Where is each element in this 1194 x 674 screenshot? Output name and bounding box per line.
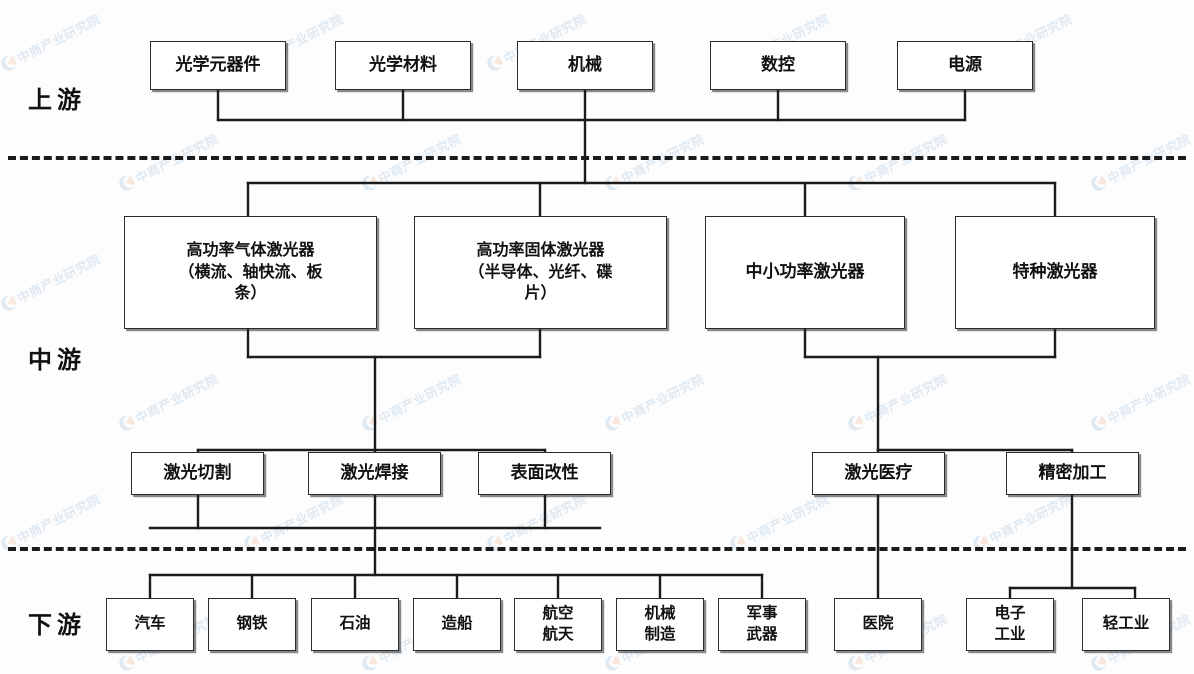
watermark: 中商产业研究院 [114, 369, 222, 436]
circular-c-logo [725, 532, 748, 555]
node-line-2: 航天 [542, 625, 574, 643]
watermark: 中商产业研究院 [0, 9, 103, 76]
node-military-weapons[interactable]: 军事 武器 [718, 598, 806, 651]
watermark-text: 中商产业研究院 [744, 492, 832, 546]
circular-c-logo [357, 412, 380, 435]
circular-c-logo [600, 412, 623, 435]
node-high-power-gas-laser[interactable]: 高功率气体激光器 （横流、轴快流、板 条） [124, 216, 377, 329]
node-laser-medical[interactable]: 激光医疗 [812, 452, 945, 495]
watermark: 中商产业研究院 [357, 129, 465, 196]
watermark-text: 中商产业研究院 [376, 372, 464, 426]
node-hospital[interactable]: 医院 [834, 598, 922, 651]
watermark-text: 中商产业研究院 [133, 372, 221, 426]
circular-c-logo [114, 172, 137, 195]
stage-label-upstream: 上游 [28, 88, 86, 114]
watermark-text: 中商产业研究院 [619, 372, 707, 426]
node-light-industry[interactable]: 轻工业 [1082, 598, 1170, 651]
node-line-1: 高功率固体激光器 [476, 241, 605, 259]
circular-c-logo [843, 172, 866, 195]
watermark: 中商产业研究院 [482, 489, 590, 556]
watermark: 中商产业研究院 [843, 129, 951, 196]
node-optical-materials[interactable]: 光学材料 [335, 41, 471, 90]
node-line-3: 片） [524, 285, 557, 303]
watermark: 中商产业研究院 [0, 489, 103, 556]
node-electronics-industry[interactable]: 电子 工业 [966, 598, 1054, 651]
circular-c-logo [239, 532, 262, 555]
watermark: 中商产业研究院 [843, 369, 951, 436]
node-laser-welding[interactable]: 激光焊接 [308, 452, 441, 495]
circular-c-logo [357, 172, 380, 195]
node-laser-cutting[interactable]: 激光切割 [131, 452, 264, 495]
circular-c-logo [1086, 172, 1109, 195]
node-line-2: （半导体、光纤、碟 [468, 263, 613, 281]
watermark-text: 中商产业研究院 [501, 492, 589, 546]
circular-c-logo [843, 652, 866, 674]
watermark: 中商产业研究院 [600, 369, 708, 436]
circular-c-logo [843, 412, 866, 435]
node-mid-low-power-laser[interactable]: 中小功率激光器 [705, 216, 905, 329]
stage-label-midstream: 中游 [28, 348, 86, 374]
node-line-1: 高功率气体激光器 [186, 241, 315, 259]
node-precision-machining[interactable]: 精密加工 [1006, 452, 1139, 495]
node-optical-components[interactable]: 光学元器件 [150, 41, 286, 90]
node-line-2: 制造 [644, 625, 676, 643]
circular-c-logo [357, 652, 380, 674]
watermark-text: 中商产业研究院 [258, 492, 346, 546]
node-special-laser[interactable]: 特种激光器 [955, 216, 1155, 329]
watermark: 中商产业研究院 [1086, 129, 1194, 196]
circular-c-logo [114, 652, 137, 674]
circular-c-logo [0, 292, 19, 315]
watermark: 中商产业研究院 [600, 129, 708, 196]
node-line-2: 工业 [994, 625, 1026, 643]
watermark: 中商产业研究院 [114, 129, 222, 196]
watermark-text: 中商产业研究院 [15, 12, 103, 66]
watermark-text: 中商产业研究院 [862, 372, 950, 426]
watermark-text: 中商产业研究院 [1105, 372, 1193, 426]
node-line-1: 电子 [994, 605, 1026, 623]
node-machinery-mfg[interactable]: 机械 制造 [616, 598, 704, 651]
stage-label-downstream: 下游 [28, 613, 86, 639]
watermark: 中商产业研究院 [968, 489, 1076, 556]
node-line-2: （横流、轴快流、板 [178, 263, 323, 281]
watermark-text: 中商产业研究院 [987, 492, 1075, 546]
circular-c-logo [114, 412, 137, 435]
watermark-text: 中商产业研究院 [15, 492, 103, 546]
circular-c-logo [1086, 412, 1109, 435]
node-line-2: 武器 [746, 625, 778, 643]
node-steel[interactable]: 钢铁 [208, 598, 296, 651]
circular-c-logo [0, 532, 19, 555]
watermark: 中商产业研究院 [357, 369, 465, 436]
node-line-1: 军事 [746, 605, 778, 623]
watermark: 中商产业研究院 [725, 489, 833, 556]
node-high-power-solid-laser[interactable]: 高功率固体激光器 （半导体、光纤、碟 片） [414, 216, 667, 329]
node-aerospace[interactable]: 航空 航天 [514, 598, 602, 651]
divider-upstream-midstream [8, 156, 1186, 160]
circular-c-logo [482, 52, 505, 75]
divider-midstream-downstream [8, 547, 1186, 551]
node-shipbuilding[interactable]: 造船 [413, 598, 501, 651]
circular-c-logo [1086, 652, 1109, 674]
circular-c-logo [968, 532, 991, 555]
node-line-1: 机械 [644, 605, 676, 623]
node-surface-treatment[interactable]: 表面改性 [478, 452, 611, 495]
node-line-3: 条） [234, 285, 267, 303]
circular-c-logo [600, 172, 623, 195]
node-automobile[interactable]: 汽车 [106, 598, 194, 651]
circular-c-logo [482, 532, 505, 555]
watermark: 中商产业研究院 [1086, 369, 1194, 436]
watermark: 中商产业研究院 [239, 489, 347, 556]
node-machinery[interactable]: 机械 [517, 41, 653, 90]
watermark: 中商产业研究院 [0, 249, 103, 316]
circular-c-logo [600, 652, 623, 674]
node-cnc[interactable]: 数控 [710, 41, 846, 90]
node-power-supply[interactable]: 电源 [897, 41, 1033, 90]
node-petroleum[interactable]: 石油 [311, 598, 399, 651]
watermark-text: 中商产业研究院 [15, 252, 103, 306]
circular-c-logo [0, 52, 19, 75]
node-line-1: 航空 [542, 605, 574, 623]
